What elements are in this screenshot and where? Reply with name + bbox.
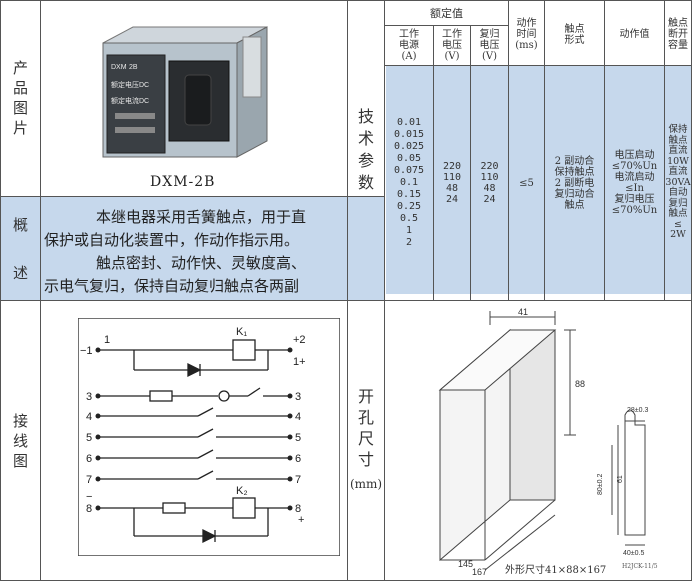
header-action-value: 动作值 (619, 29, 650, 40)
svg-text:5: 5 (295, 432, 301, 444)
svg-text:7: 7 (295, 474, 301, 486)
svg-text:7: 7 (86, 474, 92, 486)
svg-text:K₂: K₂ (236, 485, 248, 497)
svg-text:6: 6 (86, 453, 92, 465)
svg-text:40±0.5: 40±0.5 (623, 550, 644, 557)
cutout-drawing: 41 88 145 167 28±0.3 80±0.2 61 40±0.5 (438, 307, 648, 577)
svg-text:80±0.2: 80±0.2 (597, 474, 604, 495)
product-model: DXM-2B (150, 174, 216, 190)
tech-values-highlight (386, 66, 692, 294)
svg-text:额定电压DC: 额定电压DC (111, 80, 149, 89)
tech-params-label: 技术 参数 (357, 107, 374, 192)
overview-text: 本继电器采用舌簧触点，用于直 保护或自动化装置中，作动作指示用。 触点密封、动作… (44, 208, 307, 295)
values-contact-form: 2 副动合保持触点 2 副断电复归动合 触点 (554, 155, 595, 211)
header-action-time: 动作时间(ms) (515, 18, 538, 51)
header-contact-form: 触点形式 (564, 23, 585, 46)
svg-text:+: + (298, 514, 304, 526)
drawing-code: H2JCK-11/5 (622, 563, 658, 570)
overview-label: 概述 (12, 215, 28, 282)
svg-text:+2: +2 (293, 334, 306, 346)
svg-text:1: 1 (104, 334, 110, 346)
product-photo: DXM 2B 额定电压DC 额定电流DC (102, 26, 268, 158)
svg-text:8: 8 (295, 503, 301, 515)
svg-text:3: 3 (86, 391, 92, 403)
svg-text:−1: −1 (80, 345, 93, 357)
svg-text:DXM: DXM (111, 64, 127, 71)
header-reset-voltage: 复归电压(V) (479, 29, 500, 62)
svg-text:2B: 2B (129, 64, 138, 71)
svg-text:6: 6 (295, 453, 301, 465)
svg-text:61: 61 (617, 475, 624, 483)
svg-text:145: 145 (458, 559, 473, 569)
svg-text:−: − (86, 491, 92, 503)
header-work-voltage: 工作电压(V) (442, 29, 462, 62)
overview-highlight (1, 197, 384, 300)
svg-text:88: 88 (575, 379, 585, 389)
svg-text:5: 5 (86, 432, 92, 444)
header-breaking-capacity: 触点断开容量 (668, 18, 688, 51)
svg-text:1+: 1+ (293, 356, 306, 368)
svg-text:167: 167 (472, 567, 487, 577)
svg-text:额定电流DC: 额定电流DC (111, 96, 149, 105)
values-action-time: ≤5 (519, 177, 534, 189)
svg-text:28±0.3: 28±0.3 (627, 407, 648, 414)
svg-text:3: 3 (295, 391, 301, 403)
values-action-value: 电压启动≤70%Un 电流启动≤In 复归电压≤70%Un (611, 150, 658, 216)
wiring-diagram: 1 K₁ +2 −1 1+ 3 3 4 4 5 5 6 6 7 7 8 8 − + K₂ (78, 318, 340, 556)
svg-text:8: 8 (86, 503, 92, 515)
cutout-label: 开孔 尺寸 (mm) (349, 387, 383, 491)
svg-text:4: 4 (86, 411, 92, 423)
svg-text:41: 41 (518, 307, 528, 317)
header-work-power: 工作电源(A) (399, 29, 419, 62)
svg-text:4: 4 (295, 411, 301, 423)
wiring-label: 接线图 (12, 411, 28, 470)
svg-text:K₁: K₁ (236, 326, 247, 338)
outline-caption: 外形尺寸41×88×167 (505, 565, 607, 576)
product-image-label: 产品 图片 (12, 59, 28, 137)
header-rated: 额定值 (430, 6, 463, 20)
